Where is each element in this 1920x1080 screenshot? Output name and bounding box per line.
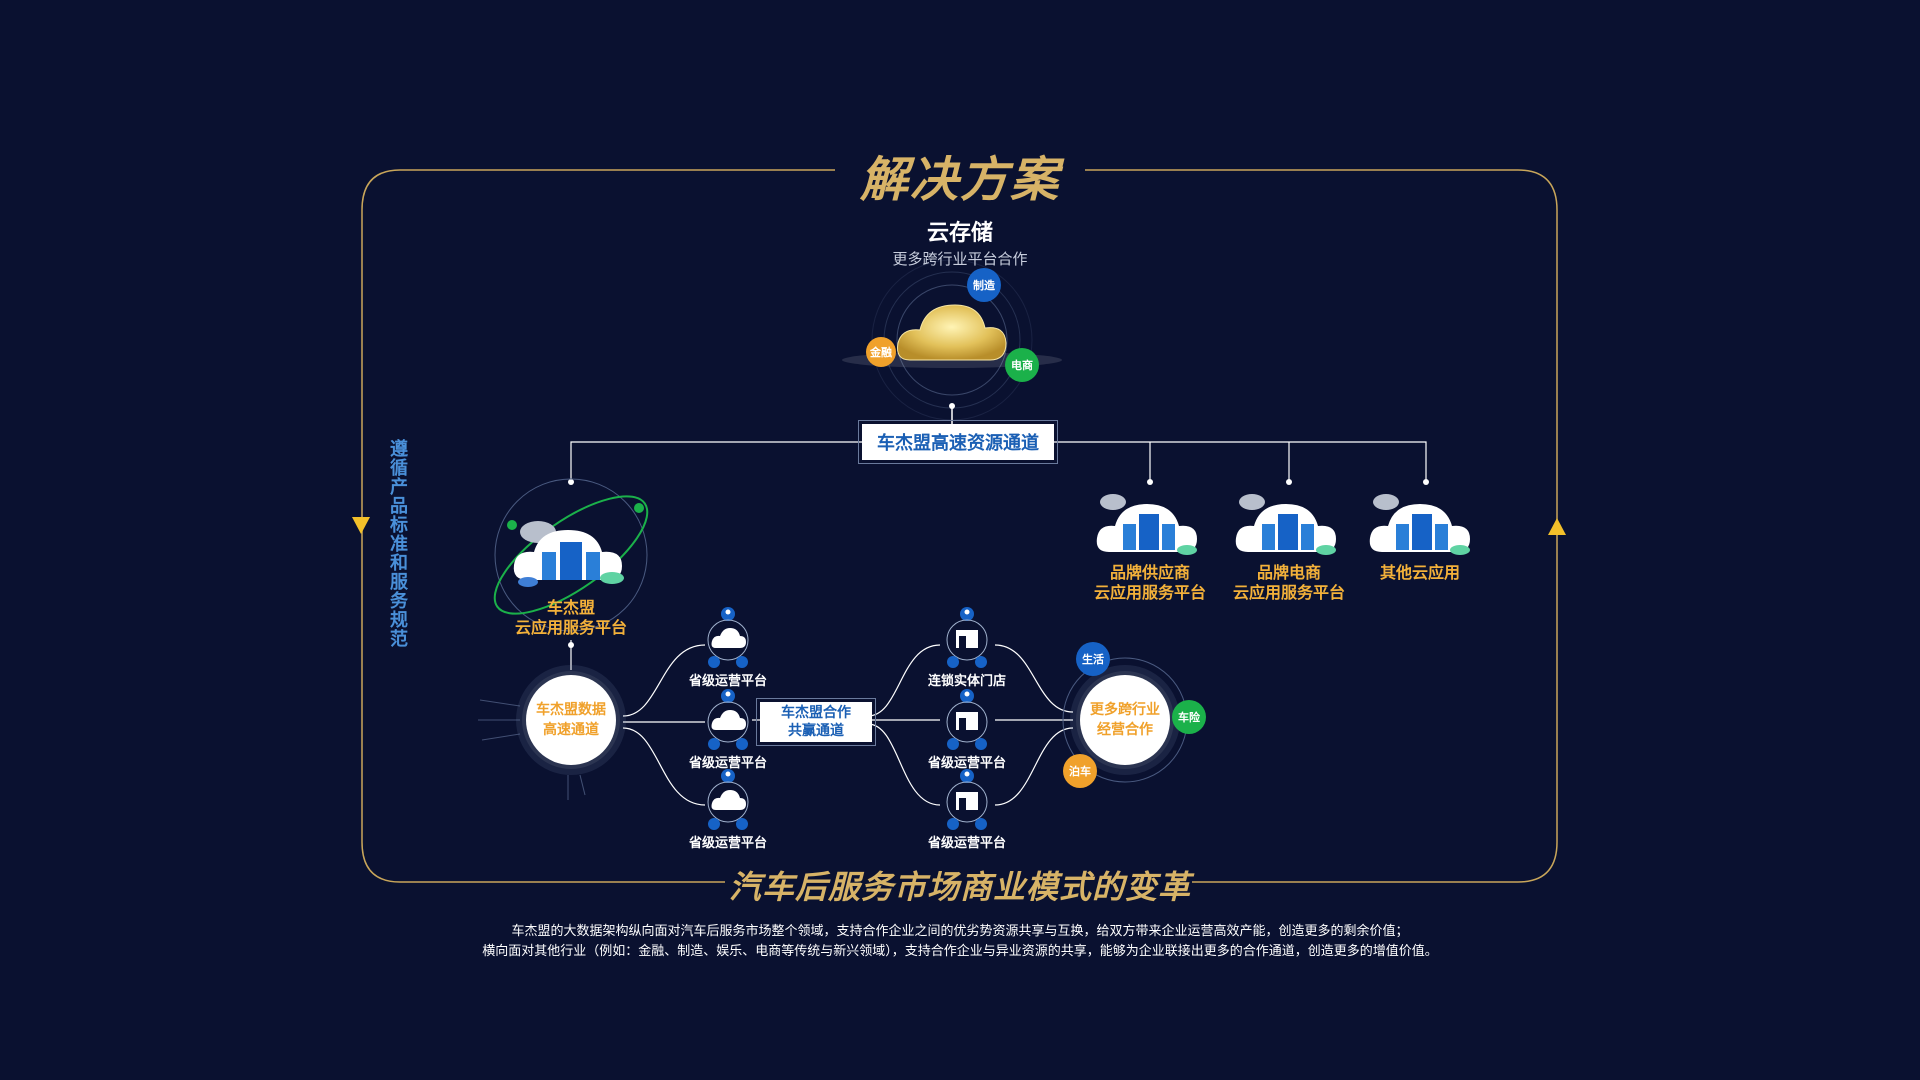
- province-node-label: 省级运营平台: [688, 756, 767, 771]
- coop-channel: 车杰盟合作 共赢通道: [756, 698, 876, 746]
- province-node-label: 省级运营平台: [688, 836, 767, 851]
- page-title: 解决方案: [859, 152, 1060, 208]
- data-hub-line1: 车杰盟数据: [536, 702, 606, 718]
- data-hub-line2: 高速通道: [543, 722, 599, 738]
- province-node-label: 省级运营平台: [688, 674, 767, 689]
- arrow-up-icon: [1548, 518, 1566, 535]
- brand-supplier-label: 品牌供应商 云应用服务平台: [1080, 563, 1220, 603]
- cloud-storage-subtitle: 更多跨行业平台合作: [892, 250, 1028, 268]
- brand-ecommerce-name: 品牌电商: [1256, 563, 1321, 582]
- store-node-icon: [946, 689, 988, 750]
- tag-life: 生活: [1076, 642, 1110, 676]
- distribution-line: [570, 441, 862, 482]
- main-platform-name: 车杰盟: [546, 598, 595, 617]
- province-node-icon: [707, 607, 749, 668]
- other-cloud-label: 其他云应用: [1379, 563, 1460, 582]
- store-node-icon: [946, 607, 988, 668]
- main-resource-channel: 车杰盟高速资源通道: [858, 420, 1058, 464]
- tag-parking: 泊车: [1063, 754, 1097, 788]
- store-node-icon: [946, 769, 988, 830]
- server-cloud-icon: [1369, 494, 1470, 555]
- main-platform-label: 车杰盟 云应用服务平台: [490, 598, 652, 638]
- brand-ecommerce-label: 品牌电商 云应用服务平台: [1219, 563, 1359, 603]
- arrow-down-icon: [352, 517, 370, 534]
- tag-finance: 金融: [866, 337, 896, 367]
- province-node-icon: [707, 689, 749, 750]
- store-node-label: 连锁实体门店: [927, 674, 1006, 689]
- store-node-label: 省级运营平台: [927, 836, 1006, 851]
- tag-insurance: 车险: [1172, 700, 1206, 734]
- main-platform-desc: 云应用服务平台: [514, 618, 627, 637]
- cloud-storage-title: 云存储: [926, 221, 993, 246]
- store-node-label: 省级运营平台: [927, 756, 1006, 771]
- coop-channel-line2: 共赢通道: [788, 723, 844, 739]
- cross-industry-hub: 更多跨行业 经营合作: [1080, 675, 1170, 765]
- brand-supplier-desc: 云应用服务平台: [1093, 583, 1206, 602]
- brand-supplier-name: 品牌供应商: [1109, 563, 1190, 582]
- tag-ecommerce: 电商: [1005, 348, 1039, 382]
- server-cloud-icon: [1235, 494, 1336, 555]
- server-cloud-icon: [513, 521, 624, 587]
- brand-ecommerce-desc: 云应用服务平台: [1232, 583, 1345, 602]
- coop-channel-line1: 车杰盟合作: [781, 705, 851, 721]
- data-hub: 车杰盟数据 高速通道: [526, 675, 616, 765]
- description-line-2: 横向面对其他行业（例如：金融、制造、娱乐、电商等传统与新兴领域），支持合作企业与…: [482, 944, 1438, 959]
- province-node-icon: [707, 769, 749, 830]
- cross-hub-line2: 经营合作: [1097, 722, 1153, 738]
- gold-cloud-icon: [897, 304, 1007, 361]
- tag-manufacturing: 制造: [967, 268, 1001, 302]
- cross-hub-line1: 更多跨行业: [1090, 702, 1160, 718]
- side-vertical-label: 遵循产品标准和服务规范: [390, 439, 408, 650]
- description-line-1: 车杰盟的大数据架构纵向面对汽车后服务市场整个领域，支持合作企业之间的优劣势资源共…: [511, 924, 1409, 939]
- bottom-title: 汽车后服务市场商业模式的变革: [728, 868, 1191, 906]
- server-cloud-icon: [1096, 494, 1197, 555]
